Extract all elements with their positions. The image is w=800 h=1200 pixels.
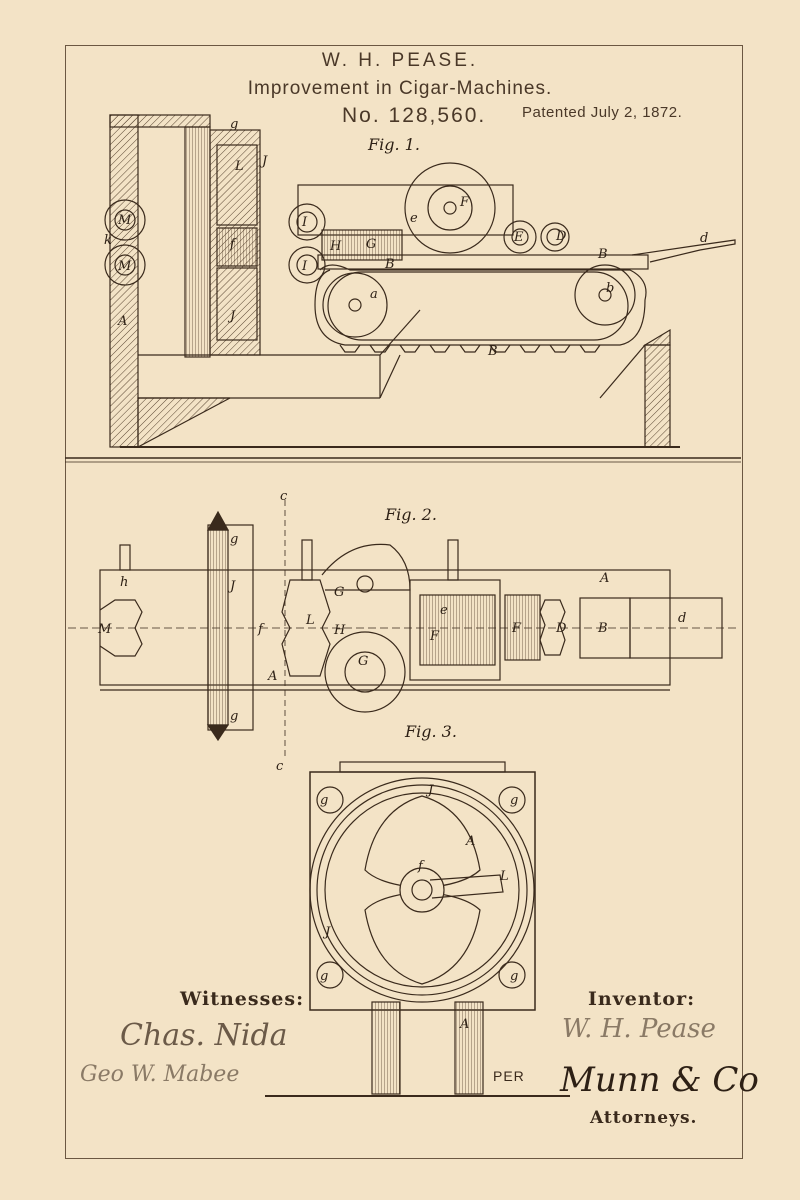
fig3-letter-f: f (417, 859, 425, 874)
fig1-drawing (65, 114, 741, 463)
fig1-letter-f: f (229, 237, 237, 252)
fig1-letter-H: H (329, 239, 342, 254)
fig2-letter-c-top: c (280, 489, 288, 504)
fig1-letter-g: g (230, 117, 238, 132)
fig3-letter-g2: g (510, 793, 518, 808)
fig1-letter-B3: B (487, 344, 498, 359)
inventor-signature: W. H. Pease (562, 1014, 716, 1044)
fig1-letter-b: b (606, 281, 614, 296)
fig2-letter-F2: F (511, 621, 522, 636)
patent-title: Improvement in Cigar-Machines. (247, 78, 553, 99)
fig2-letter-M: M (97, 622, 112, 637)
fig2-letter-G1: G (334, 585, 344, 600)
inventor-label: Inventor: (588, 988, 696, 1010)
witness-signature-1: Chas. Nida (120, 1018, 288, 1053)
fig2-drawing (68, 500, 740, 760)
fig2-letter-B: B (597, 621, 608, 636)
fig1-letter-D: D (555, 229, 567, 244)
fig2-letter-A1: A (267, 669, 277, 684)
fig2-caption: Fig. 2. (384, 505, 437, 524)
fig1-letter-B2: B (597, 247, 608, 262)
fig2-letter-c-bottom: c (276, 759, 284, 774)
witnesses-label: Witnesses: (180, 988, 305, 1010)
fig1-letter-k: k (104, 233, 112, 248)
fig2-letter-h: h (120, 575, 128, 590)
patent-date: Patented July 2, 1872. (522, 104, 683, 121)
fig2-letter-A2: A (599, 571, 609, 586)
per-label: PER (493, 1068, 525, 1084)
fig1-letter-M2: M (117, 259, 132, 274)
fig3-letter-J1: J (425, 783, 434, 798)
attorneys-signature: Munn & Co (560, 1060, 759, 1100)
patent-sheet-border (65, 45, 743, 1159)
fig2-letter-H: H (333, 623, 346, 638)
fig3-letter-J2: J (322, 925, 331, 940)
patent-number: No. 128,560. (342, 104, 487, 127)
fig1-letter-J2: J (227, 309, 236, 324)
patent-inventor-name: W. H. PEASE. (321, 50, 479, 71)
fig3-letter-g1: g (320, 793, 328, 808)
fig3-letter-L: L (499, 869, 509, 884)
fig3-drawing (265, 761, 570, 1097)
fig2-letter-e: e (440, 603, 448, 618)
fig2-letter-G2: G (358, 654, 368, 669)
fig1-letter-I2: I (301, 259, 308, 274)
fig1-letter-G: G (366, 237, 376, 252)
fig2-letter-L: L (305, 613, 315, 628)
fig2-letter-d: d (678, 611, 686, 626)
fig1-letter-L: L (234, 159, 244, 174)
fig2-letter-g1: g (230, 532, 238, 547)
fig2-letter-g2: g (230, 709, 238, 724)
fig1-letter-J: J (259, 154, 268, 169)
fig2-letter-f: f (257, 622, 265, 637)
fig1-letter-M1: M (117, 213, 132, 228)
fig1-letter-d: d (700, 231, 708, 246)
fig1-letter-e: e (410, 211, 418, 226)
fig3-letter-g4: g (510, 969, 518, 984)
attorneys-label: Attorneys. (590, 1108, 698, 1128)
fig1-letter-F: F (459, 195, 470, 210)
fig1-letter-a: a (370, 287, 378, 302)
fig2-letter-F1: F (429, 629, 440, 644)
fig1-letter-I1: I (301, 215, 308, 230)
fig3-letter-A1: A (465, 834, 475, 849)
fig1-letter-E: E (513, 230, 524, 245)
witness-signature-2: Geo W. Mabee (80, 1062, 240, 1087)
fig1-letter-A: A (117, 314, 127, 329)
fig3-caption: Fig. 3. (404, 722, 457, 741)
fig1-letter-B1: B (384, 257, 395, 272)
fig2-letter-J: J (227, 579, 236, 594)
fig1-caption: Fig. 1. (367, 135, 420, 154)
fig3-letter-A2: A (459, 1017, 469, 1032)
fig2-letter-D: D (555, 621, 567, 636)
fig3-letter-g3: g (320, 969, 328, 984)
